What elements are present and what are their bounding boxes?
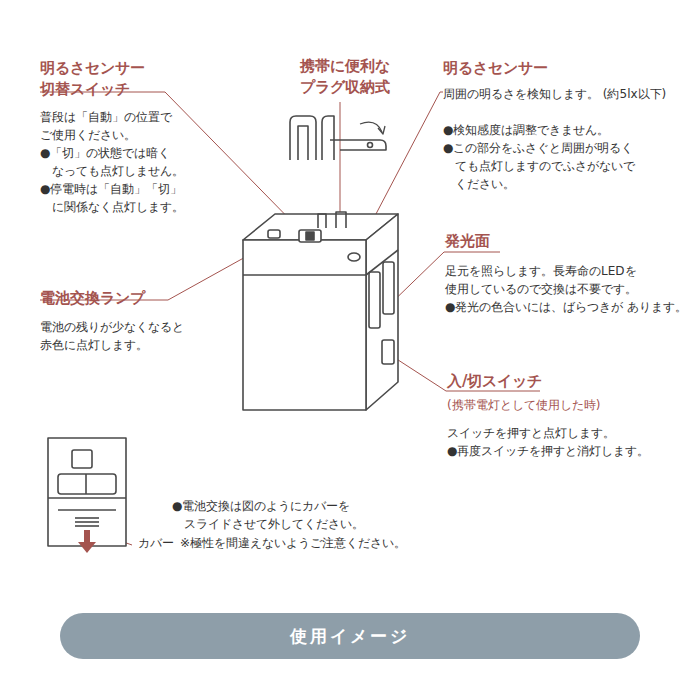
- callout-heading: 明るさセンサー: [443, 58, 593, 79]
- caution-note: ※極性を間違えないようご注意ください。: [180, 534, 480, 552]
- callout-text: スイッチを押すと点灯します。: [447, 424, 677, 442]
- callout-text: 普段は「自動」の位置で ご使用ください。: [40, 108, 240, 144]
- band-title: 使用イメージ: [290, 625, 410, 648]
- callout-bullet: ●「切」の状態では暗く なっても点灯しません。: [40, 144, 252, 180]
- callout-bullet: ●検知感度は調整できません。: [443, 121, 695, 139]
- callout-bullet: ●この部分をふさぐと周囲が明るく ても点灯しますのでふさがないで ください。: [443, 139, 695, 193]
- callout-subheading: (携帯電灯として使用した時): [447, 396, 677, 414]
- instruction-bullet: ●電池交換は図のようにカバーを スライドさせて外してください。: [172, 497, 484, 533]
- callout-text: 周囲の明るさを検知します。 (約5lx以下): [443, 85, 683, 103]
- callout-bullet: ●停電時は「自動」「切」 に関係なく点灯します。: [40, 180, 252, 216]
- callout-bullet: ●発光の色合いには、ばらつきが あります。: [445, 298, 700, 316]
- callout-heading: 明るさセンサー 切替スイッチ: [40, 58, 190, 100]
- callout-text: 電池の残りが少なくなると 赤色に点灯します。: [40, 318, 240, 354]
- callout-heading: 電池交換ランプ: [40, 288, 200, 309]
- callout-text: 足元を照らします。長寿命のLEDを 使用しているので交換は不要です。: [445, 262, 690, 298]
- callout-bullet: ●再度スイッチを押すと消灯します。: [447, 442, 689, 460]
- callout-heading: 入/切スイッチ: [447, 371, 597, 392]
- section-band: 使用イメージ: [60, 613, 640, 659]
- callout-heading: 発光面: [445, 231, 595, 252]
- callout-heading: 携帯に便利な プラグ収納式: [280, 56, 410, 98]
